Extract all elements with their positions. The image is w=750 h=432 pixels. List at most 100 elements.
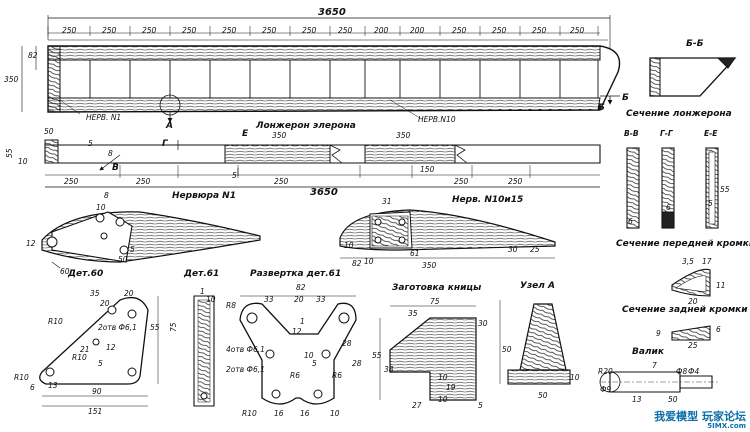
spar-dim-6: 150 [420,165,435,174]
valik-dim-3: Ф4 [688,367,700,376]
aileron-spacing-1: 250 [102,26,117,35]
spar-dim-7: 250 [454,177,469,186]
front-edge-drawing [671,268,711,297]
front-edge-title: Сечение передней кромки [616,239,750,249]
spar-sec-e: Е [242,129,249,139]
zagotovka-dim-7: 10 [438,395,448,404]
det60-dim-4: 2отв Ф6,1 [98,323,137,332]
section-bb-title: Б-Б [686,39,704,49]
spar-dim-11: 5 [88,139,93,148]
det60-dim-8: R10 [72,353,87,362]
spar-dim-0: 50 [44,127,54,136]
zagotovka-drawing [379,305,477,401]
rear-edge-title: Сечение задней кромки [622,305,748,315]
aileron-spacing-3: 250 [182,26,197,35]
razv-dim-5: 1 [300,317,305,326]
razv-dim-14: 28 [352,359,362,368]
spar-sections-drawing [626,147,719,229]
zagotovka-dim-6: 19 [446,383,456,392]
rib10-dim-4: 25 [530,245,540,254]
razv-dim-17: 16 [300,409,310,418]
spar-section-label-1: Г-Г [660,129,673,138]
aileron-spacing-7: 250 [338,26,353,35]
det60-drawing [39,296,159,407]
razv-dim-12: R6 [290,371,300,380]
det60-dim-12: 13 [48,381,58,390]
det60-dim-0: 35 [90,289,100,298]
spar-dim-4: 350 [396,131,411,140]
uzel-dim-0: 50 [502,345,512,354]
watermark-line2: 5IMX.com [707,421,746,430]
razv-dim-15: R10 [242,409,257,418]
spar-sections-title: Сечение лонжерона [626,109,732,119]
spar-dim-2: 250 [136,177,151,186]
valik-dim-5: 13 [632,395,642,404]
aileron-view-b2: Б [622,93,629,103]
rib1-dim-0: 10 [96,203,106,212]
zagotovka-dim-9: 5 [478,401,483,410]
det61-dim-1: 10 [206,295,216,304]
det60-dim-6: 75 [169,322,178,332]
det61-drawing [193,295,215,407]
spar-dim-10: 10 [18,157,28,166]
det60-dim-15: 151 [88,407,103,416]
spar-dim-12: 8 [108,149,113,158]
spar-title: Лонжерон элерона [256,121,356,131]
det60-dim-5: 12 [106,343,116,352]
aileron-spacing-0: 250 [62,26,77,35]
zagotovka-dim-0: 75 [430,297,440,306]
spar-section-dim-2: 55 [720,185,730,194]
aileron-overall-length: 3650 [318,7,346,18]
rib1-dim-4: 5 [130,245,135,254]
rib1-dim-1: 8 [104,191,109,200]
valik-title: Валик [632,347,664,357]
zagotovka-dim-1: 35 [408,309,418,318]
aileron-spacing-13: 250 [570,26,585,35]
spar-section-dim-1: 6 [666,203,671,212]
det60-dim-10: 5 [98,359,103,368]
razv-dim-11: 2отв Ф6,1 [226,365,265,374]
razv-dim-10: 5 [312,359,317,368]
valik-dim-6: 50 [668,395,678,404]
spar-sec-v: В [112,163,119,173]
zagotovka-dim-8: 27 [412,401,422,410]
aileron-view-b: Б [598,103,605,113]
watermark-line1: 我爱模型 玩家论坛 [654,410,746,424]
valik-dim-0: R20 [598,367,613,376]
spar-sec-g: Г [162,139,168,149]
aileron-spacing-10: 250 [452,26,467,35]
razv-dim-0: 82 [296,283,306,292]
valik-dim-4: Ф9 [600,385,612,394]
det60-dim-7: 55 [150,323,160,332]
spar-overall-length: 3650 [310,187,338,198]
det60-dim-2: 20 [100,299,110,308]
det60-dim-11: R10 [14,373,29,382]
spar-dim-3: 350 [272,131,287,140]
rib10-title: Нерв. N10и15 [452,195,524,205]
rib1-dim-3: 50 [118,255,128,264]
zagotovka-title: Заготовка кницы [392,283,482,293]
spar-section-label-0: В-В [624,129,639,138]
det61-title: Дет.61 [184,269,220,279]
rib1-drawing [41,211,261,269]
aileron-rib1-label: НЕРВ. N1 [86,113,122,122]
spar-section-label-2: Е-Е [704,129,718,138]
razv-dim-13: R6 [332,371,342,380]
det60-title: Дет.60 [68,269,104,279]
aileron-spacing-11: 250 [492,26,507,35]
razv-title: Развертка дет.61 [250,269,342,279]
valik-dim-2: Ф8 [676,367,688,376]
spar-section-dim-0: 6 [628,217,633,226]
spar-dim-5: 250 [274,177,289,186]
zagotovka-dim-5: 10 [438,373,448,382]
zagotovka-dim-2: 30 [478,319,488,328]
aileron-rib10-label: НЕРВ.N10 [418,115,456,124]
rib10-dim-5: 350 [422,261,437,270]
rib10-drawing [339,209,556,259]
det60-dim-3: R10 [48,317,63,326]
watermark: 我爱模型 玩家论坛 5IMX.com [654,411,746,430]
aileron-spacing-12: 250 [532,26,547,35]
rib10-dim-3: 30 [508,245,518,254]
rib1-part: 60 [60,267,70,276]
uzel-drawing [499,300,571,385]
